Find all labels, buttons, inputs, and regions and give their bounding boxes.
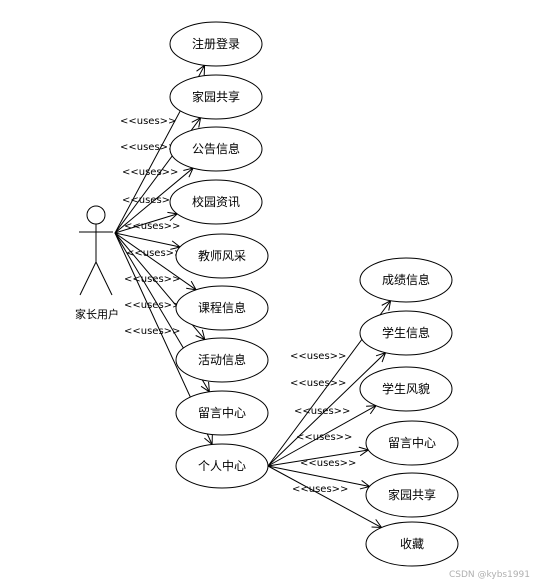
uses-label: <<uses>>	[122, 167, 178, 178]
uc-student-style: 学生风貌	[359, 366, 453, 412]
uc-announcement-label: 公告信息	[192, 141, 240, 156]
uc-grades-label: 成绩信息	[382, 272, 430, 287]
uc-sub-message-center-label: 留言中心	[388, 435, 436, 450]
uc-activity-info-ellipse	[175, 337, 269, 383]
uc-favorites: 收藏	[365, 521, 459, 567]
uc-student-info: 学生信息	[359, 310, 453, 356]
uc-announcement: 公告信息	[169, 126, 263, 172]
uc-teacher-style-ellipse	[175, 233, 269, 279]
uc-personal-center-label: 个人中心	[198, 458, 246, 473]
actor-head	[86, 205, 106, 225]
watermark: CSDN @kybs1991	[448, 570, 530, 580]
uses-label: <<uses>>	[120, 142, 176, 153]
uses-label: <<uses>>	[124, 326, 180, 337]
uc-activity-info: 活动信息	[175, 337, 269, 383]
uc-student-info-ellipse	[359, 310, 453, 356]
uses-label: <<uses>>	[290, 351, 346, 362]
uc-activity-info-label: 活动信息	[198, 352, 246, 367]
uses-labels: <<uses>> <<uses>> <<uses>> <<uses>> <<uses>>…	[120, 116, 356, 495]
uc-campus-news-ellipse	[169, 179, 263, 225]
uc-register-login: 注册登录	[169, 21, 263, 67]
association-uc-favorites	[267, 465, 383, 529]
uc-course-info: 课程信息	[175, 285, 269, 331]
uc-student-style-label: 学生风貌	[382, 381, 430, 396]
uc-personal-center: 个人中心	[175, 443, 269, 489]
uc-message-center: 留言中心	[175, 390, 269, 436]
uses-label: <<uses>>	[300, 458, 356, 469]
uses-label: <<uses>>	[122, 195, 178, 206]
uc-student-info-label: 学生信息	[382, 325, 430, 340]
uc-teacher-style-label: 教师风采	[198, 248, 246, 263]
use-case-nodes: 注册登录家园共享公告信息校园资讯教师风采课程信息活动信息留言中心个人中心成绩信息…	[169, 21, 459, 567]
uc-favorites-label: 收藏	[400, 537, 424, 551]
uc-favorites-ellipse	[365, 521, 459, 567]
uses-label: <<uses>>	[290, 378, 346, 389]
uses-label: <<uses>>	[124, 300, 180, 311]
uses-label: <<uses>>	[124, 274, 180, 285]
uc-home-school-share-label: 家园共享	[192, 89, 240, 104]
uc-sub-home-school-share: 家园共享	[365, 472, 459, 518]
uc-register-login-ellipse	[169, 21, 263, 67]
association-lines	[114, 64, 392, 529]
actor	[79, 205, 113, 296]
uc-register-login-label: 注册登录	[192, 36, 240, 51]
uc-home-school-share: 家园共享	[169, 74, 263, 120]
uc-teacher-style: 教师风采	[175, 233, 269, 279]
uc-grades: 成绩信息	[359, 257, 453, 303]
uc-campus-news: 校园资讯	[169, 179, 263, 225]
uc-student-style-ellipse	[359, 366, 453, 412]
uses-label: <<uses>>	[294, 406, 350, 417]
uses-label: <<uses>>	[124, 221, 180, 232]
uc-grades-ellipse	[359, 257, 453, 303]
uses-label: <<uses>>	[292, 484, 348, 495]
uc-campus-news-label: 校园资讯	[192, 194, 240, 209]
actor-left-leg	[79, 261, 97, 296]
uc-announcement-ellipse	[169, 126, 263, 172]
uc-personal-center-ellipse	[175, 443, 269, 489]
uses-label: <<uses>>	[296, 432, 352, 443]
association-uc-teacher-style	[114, 232, 182, 250]
uc-course-info-ellipse	[175, 285, 269, 331]
uc-message-center-label: 留言中心	[198, 405, 246, 420]
uc-sub-message-center: 留言中心	[365, 420, 459, 466]
actor-right-leg	[95, 261, 113, 296]
uc-message-center-ellipse	[175, 390, 269, 436]
uses-label: <<uses>>	[126, 248, 182, 259]
uc-sub-home-school-share-label: 家园共享	[388, 487, 436, 502]
uc-home-school-share-ellipse	[169, 74, 263, 120]
uc-sub-message-center-ellipse	[365, 420, 459, 466]
uc-course-info-label: 课程信息	[198, 300, 246, 315]
uses-label: <<uses>>	[120, 116, 176, 127]
actor-label: 家长用户	[75, 307, 119, 321]
uc-sub-home-school-share-ellipse	[365, 472, 459, 518]
